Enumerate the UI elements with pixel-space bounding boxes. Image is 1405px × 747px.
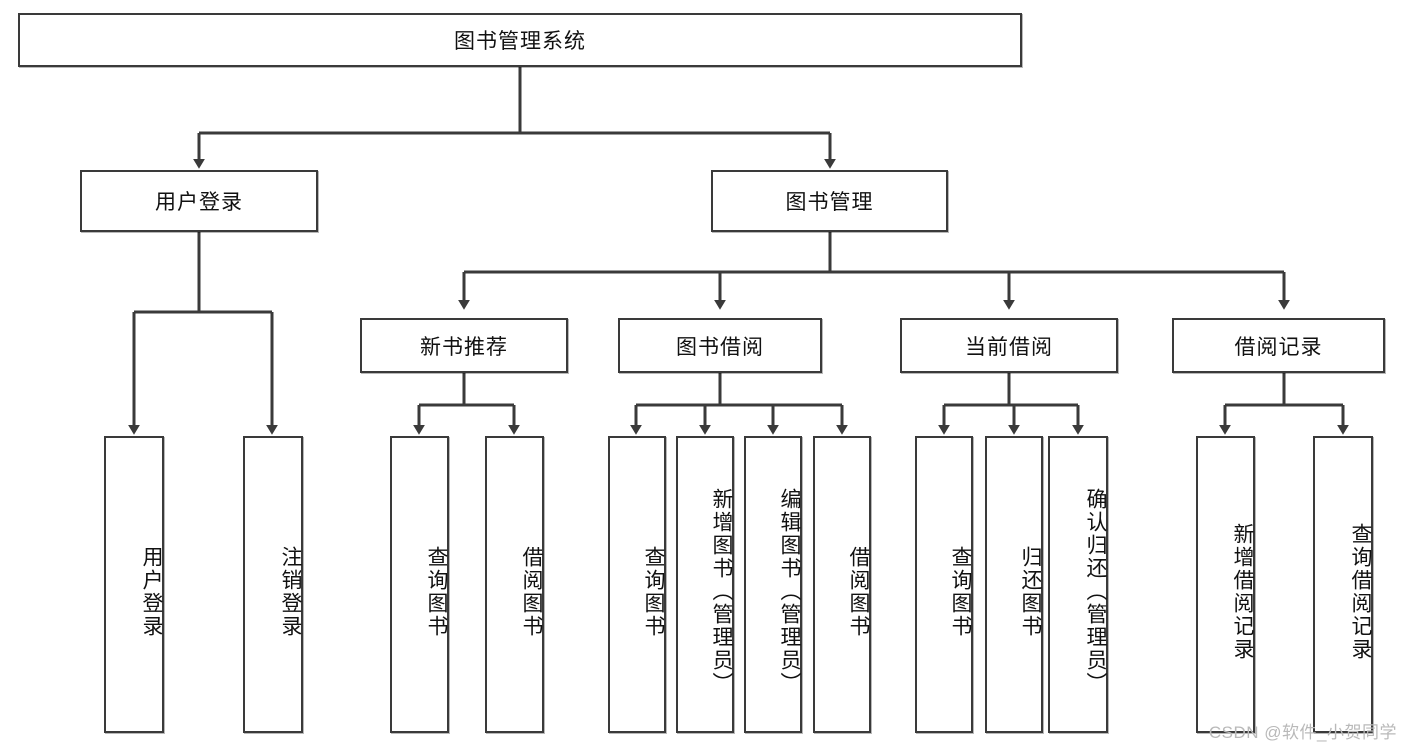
leaf-query-book-borrow[interactable]: 查询图书 [608, 436, 666, 733]
node-root-book-management-system[interactable]: 图书管理系统 [18, 13, 1022, 67]
leaf-add-borrow-record[interactable]: 新增借阅记录 [1196, 436, 1255, 733]
leaf-query-book-current[interactable]: 查询图书 [915, 436, 973, 733]
node-label: 用户登录 [155, 191, 243, 214]
node-label: 当前借阅 [965, 335, 1053, 359]
node-book-borrow[interactable]: 图书借阅 [618, 318, 822, 373]
leaf-return-book[interactable]: 归还图书 [985, 436, 1043, 733]
leaf-add-book-admin[interactable]: 新增图书（管理员） [676, 436, 734, 733]
leaf-query-book-recommend[interactable]: 查询图书 [390, 436, 449, 733]
node-label: 新增借阅记录 [1231, 522, 1254, 661]
node-label: 注销登录 [279, 545, 302, 638]
leaf-confirm-return-admin[interactable]: 确认归还（管理员） [1048, 436, 1108, 733]
leaf-borrow-book[interactable]: 借阅图书 [813, 436, 871, 733]
node-label: 查询借阅记录 [1349, 522, 1372, 661]
node-label: 编辑图书（管理员） [778, 488, 801, 695]
leaf-logout-login[interactable]: 注销登录 [243, 436, 303, 733]
node-label: 图书借阅 [676, 335, 764, 359]
node-label: 图书管理系统 [454, 30, 586, 53]
node-current-borrow[interactable]: 当前借阅 [900, 318, 1118, 373]
node-label: 查询图书 [425, 545, 448, 638]
node-user-login[interactable]: 用户登录 [80, 170, 318, 232]
node-label: 确认归还（管理员） [1084, 488, 1107, 695]
node-label: 归还图书 [1019, 545, 1042, 638]
node-label: 用户登录 [140, 545, 163, 638]
node-label: 图书管理 [785, 191, 874, 214]
node-borrow-record[interactable]: 借阅记录 [1172, 318, 1385, 373]
leaf-user-login[interactable]: 用户登录 [104, 436, 164, 733]
leaf-borrow-book-recommend[interactable]: 借阅图书 [485, 436, 544, 733]
leaf-query-borrow-record[interactable]: 查询借阅记录 [1313, 436, 1373, 733]
node-new-book-recommend[interactable]: 新书推荐 [360, 318, 568, 373]
node-label: 借阅记录 [1234, 335, 1323, 359]
node-label: 新增图书（管理员） [710, 488, 733, 695]
node-label: 新书推荐 [420, 335, 508, 359]
node-label: 查询图书 [949, 545, 972, 638]
node-label: 借阅图书 [847, 545, 870, 638]
node-label: 查询图书 [642, 545, 665, 638]
node-label: 借阅图书 [520, 545, 543, 638]
csdn-watermark: CSDN @软件_小贺同学 [1208, 723, 1397, 742]
node-book-management[interactable]: 图书管理 [711, 170, 948, 232]
leaf-edit-book-admin[interactable]: 编辑图书（管理员） [744, 436, 802, 733]
